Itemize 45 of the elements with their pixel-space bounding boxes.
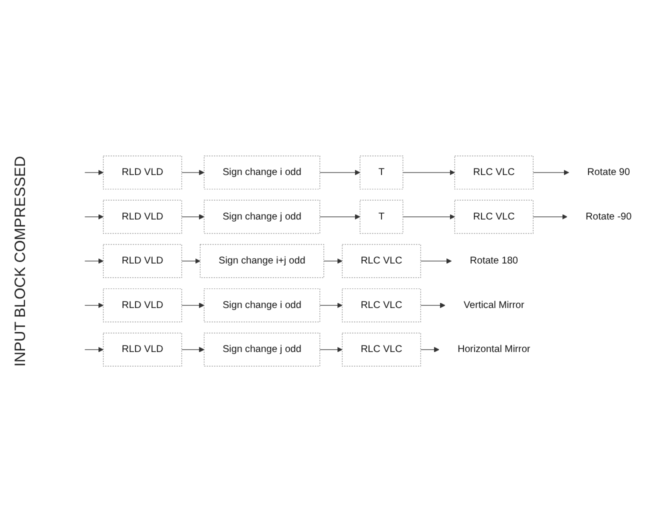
node-box: RLC VLC	[342, 333, 421, 367]
arrow	[320, 303, 342, 308]
arrow	[420, 258, 452, 264]
arrow	[84, 214, 104, 220]
node-text: Vertical Mirror	[464, 300, 524, 311]
arrow	[420, 347, 440, 353]
node-text: Horizontal Mirror	[458, 344, 530, 355]
arrow	[84, 258, 104, 264]
node-box: RLD VLD	[102, 333, 182, 367]
node-box: Sign change i odd	[204, 156, 320, 190]
node-text: Rotate -90	[586, 212, 632, 222]
node-box: RLC VLC	[454, 200, 534, 234]
arrow	[420, 303, 446, 308]
node-box: T	[360, 200, 404, 234]
node-box: T	[360, 156, 404, 190]
node-box: RLD VLD	[102, 288, 182, 323]
arrow	[402, 170, 455, 176]
node-box: Sign change j odd	[204, 333, 320, 367]
arrow	[181, 347, 204, 353]
side-label: INPUT BLOCK COMPRESSED	[12, 156, 28, 367]
arrow	[323, 258, 342, 264]
arrow	[320, 170, 360, 176]
arrow	[181, 258, 200, 264]
node-box: RLC VLC	[342, 288, 421, 323]
arrow	[402, 214, 455, 220]
node-box: RLD VLD	[102, 200, 182, 234]
node-box: RLD VLD	[102, 156, 182, 190]
node-text: Rotate 90	[587, 167, 630, 178]
node-box: RLC VLC	[454, 156, 534, 190]
node-box: Sign change j odd	[204, 200, 320, 234]
arrow	[532, 170, 570, 176]
arrow	[84, 347, 104, 353]
arrow	[84, 303, 104, 308]
node-box: RLC VLC	[342, 244, 421, 278]
arrow	[532, 214, 568, 220]
node-text: Rotate 180	[470, 256, 518, 266]
arrow	[181, 303, 204, 308]
node-box: Sign change i+j odd	[200, 244, 324, 278]
node-box: RLD VLD	[102, 244, 182, 278]
arrow	[84, 170, 104, 176]
node-box: Sign change i odd	[204, 288, 320, 323]
arrow	[181, 170, 204, 176]
arrow	[320, 214, 360, 220]
arrow	[320, 347, 342, 353]
arrow	[181, 214, 204, 220]
